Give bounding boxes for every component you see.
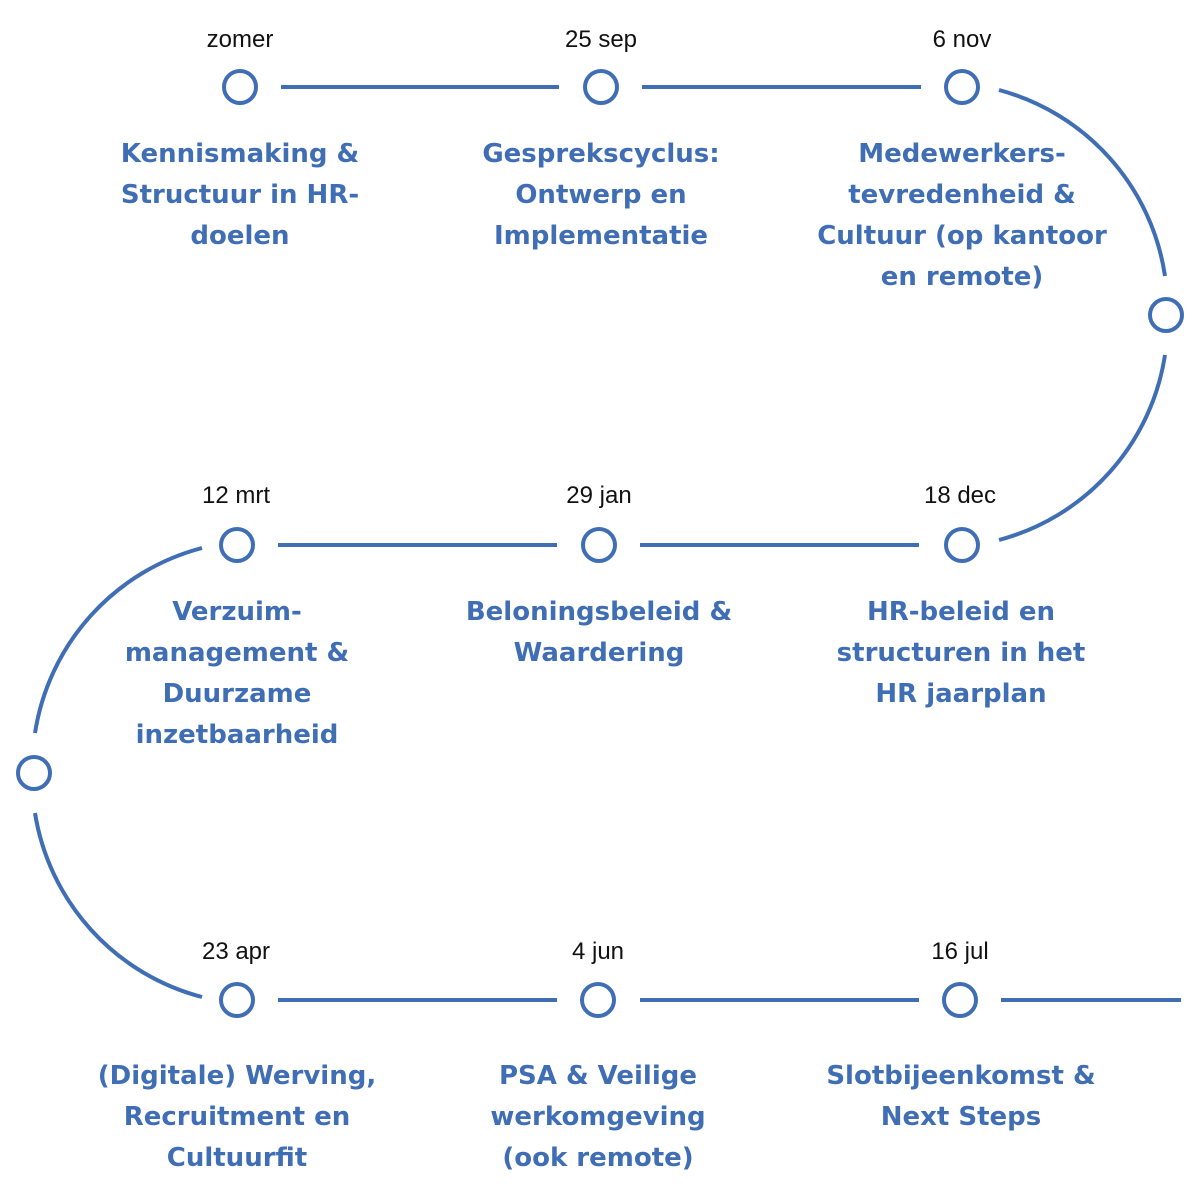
milestone-date: 6 nov — [932, 26, 992, 53]
milestone-node — [219, 982, 255, 1018]
milestone-node — [942, 982, 978, 1018]
milestone-date: 18 dec — [923, 482, 997, 509]
milestone-title: Medewerkers- tevredenheid & Cultuur (op … — [817, 139, 1107, 292]
milestone-node — [580, 982, 616, 1018]
milestone-node — [944, 527, 980, 563]
milestone-title: Slotbijeenkomst & Next Steps — [826, 1061, 1096, 1132]
milestone-title: Gesprekscyclus: Ontwerp en Implementatie — [482, 139, 720, 251]
connector-arc — [33, 812, 203, 999]
milestone-date: 23 apr — [201, 938, 271, 965]
milestone-title: Verzuim- management & Duurzame inzetbaar… — [124, 597, 350, 750]
connector-arc — [998, 88, 1167, 277]
transition-node — [1148, 297, 1184, 333]
milestone-title: Beloningsbeleid & Waardering — [465, 597, 733, 668]
milestone-node — [222, 69, 258, 105]
connector-arc — [33, 546, 203, 734]
milestone-title: Kennismaking & Structuur in HR- doelen — [120, 139, 360, 251]
milestone-title: HR-beleid en structuren in het HR jaarpl… — [836, 597, 1086, 709]
milestone-date: 16 jul — [931, 938, 989, 965]
milestone-date: 25 sep — [564, 26, 638, 53]
milestone-title: PSA & Veilige werkomgeving (ook remote) — [490, 1061, 706, 1173]
milestone-node — [944, 69, 980, 105]
milestone-date: 12 mrt — [201, 482, 270, 509]
milestone-date: 29 jan — [566, 482, 632, 509]
milestone-node — [581, 527, 617, 563]
milestone-date: 4 jun — [571, 938, 625, 965]
milestone-node — [219, 527, 255, 563]
milestone-title: (Digitale) Werving, Recruitment en Cultu… — [97, 1061, 377, 1173]
milestone-date: zomer — [206, 26, 274, 53]
connector-arc — [998, 354, 1167, 542]
milestone-node — [583, 69, 619, 105]
transition-node — [16, 755, 52, 791]
